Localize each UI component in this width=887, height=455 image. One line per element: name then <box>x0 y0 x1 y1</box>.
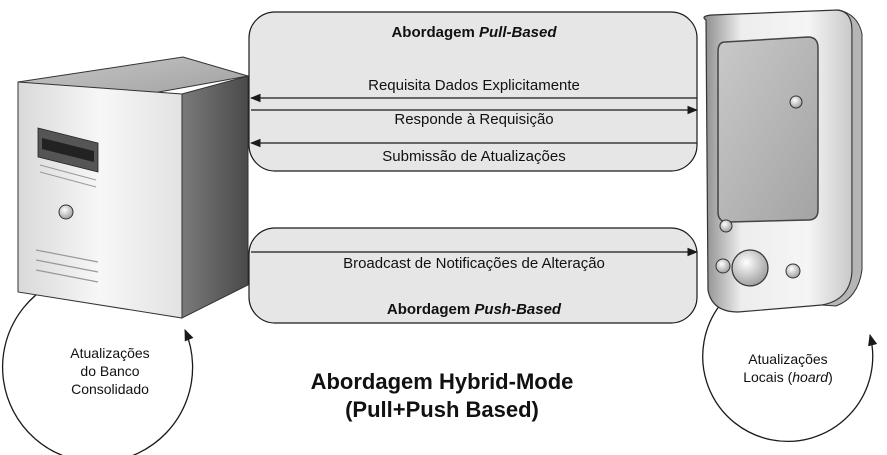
server-cycle-line2: do Banco <box>80 363 139 379</box>
pull-based-title: Abordagem Pull-Based <box>391 24 557 41</box>
device-cycle-line2: Locais (hoard) <box>743 369 833 385</box>
server-cycle-line1: Atualizações <box>70 345 149 361</box>
server-tower-icon <box>17 56 249 319</box>
broadcast-label: Broadcast de Notificações de Alteração <box>343 255 605 272</box>
response-label: Responde à Requisição <box>394 111 553 128</box>
device-cycle-line1: Atualizações <box>748 351 827 367</box>
push-based-panel: Broadcast de Notificações de Alteração A… <box>248 227 699 324</box>
main-title: Abordagem Hybrid-Mode (Pull+Push Based) <box>311 369 574 422</box>
pull-based-panel: Abordagem Pull-Based Requisita Dados Exp… <box>248 11 699 172</box>
device-update-cycle: Atualizações Locais (hoard) <box>702 304 878 442</box>
request-data-label: Requisita Dados Explicitamente <box>368 77 580 94</box>
main-title-line2: (Pull+Push Based) <box>345 397 539 422</box>
server-cycle-line3: Consolidado <box>71 381 149 397</box>
pda-device-icon <box>703 9 863 313</box>
main-title-line1: Abordagem Hybrid-Mode <box>311 369 574 394</box>
submit-updates-label: Submissão de Atualizações <box>382 148 565 165</box>
push-based-title: Abordagem Push-Based <box>387 301 562 318</box>
server-update-cycle: Atualizações do Banco Consolidado <box>1 284 194 455</box>
